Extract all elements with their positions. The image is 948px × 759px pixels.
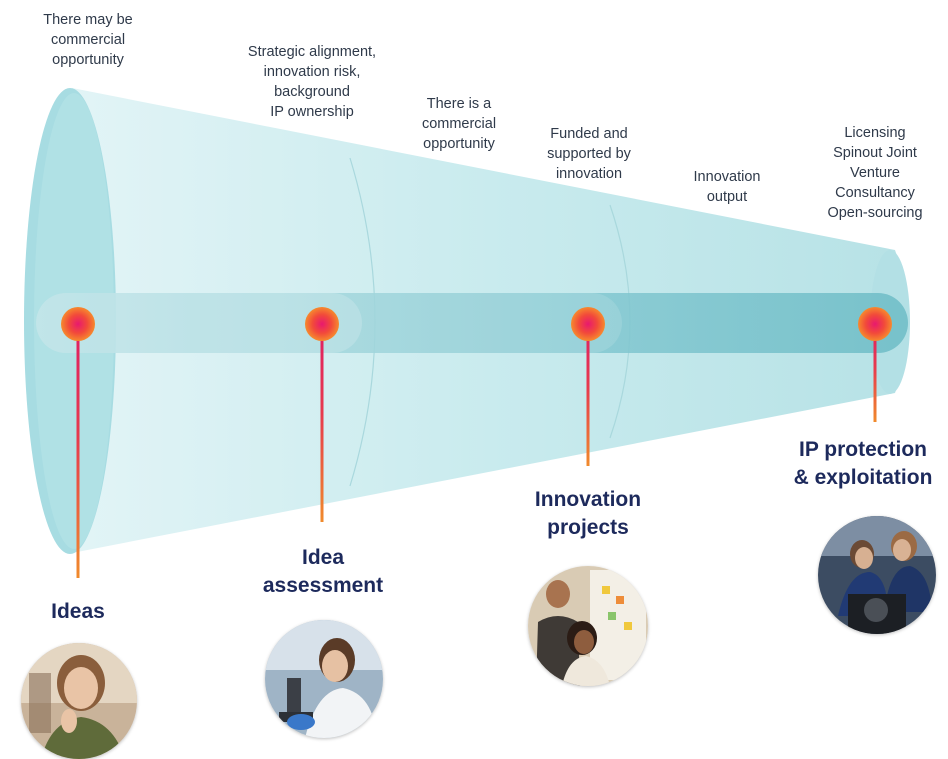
note-exploitation-routes: Licensing Spinout Joint Venture Consulta… bbox=[827, 125, 923, 221]
note-strategic-alignment: Strategic alignment, innovation risk, ba… bbox=[247, 44, 377, 120]
connector-line-protection bbox=[873, 324, 877, 422]
stage-title-ideas: Ideas bbox=[51, 600, 105, 623]
note-funded-supported: Funded and supported by innovation bbox=[547, 126, 631, 182]
stage-dot-ideas bbox=[61, 307, 95, 341]
stage-title-protection: IP protection & exploitation bbox=[793, 438, 933, 489]
stage-dot-protection bbox=[858, 307, 892, 341]
progress-band bbox=[36, 293, 908, 353]
connector-line-ideas bbox=[76, 324, 80, 578]
note-innovation-output: Innovation output bbox=[693, 169, 761, 205]
photo-team-whiteboard bbox=[528, 566, 648, 686]
photo-factory-workers bbox=[818, 516, 936, 634]
stage-title-projects: Innovation projects bbox=[534, 488, 642, 539]
photo-scientist-microscope bbox=[265, 620, 383, 738]
note-is-commercial: There is a commercial opportunity bbox=[421, 96, 497, 152]
note-may-be-commercial: There may be commercial opportunity bbox=[43, 12, 133, 68]
connector-line-projects bbox=[586, 324, 590, 466]
photo-woman-thinking bbox=[21, 643, 137, 759]
stage-dot-projects bbox=[571, 307, 605, 341]
stage-title-assessment: Idea assessment bbox=[262, 546, 384, 597]
band-highlight bbox=[36, 293, 362, 353]
connector-line-assessment bbox=[320, 324, 324, 522]
stage-dot-assessment bbox=[305, 307, 339, 341]
